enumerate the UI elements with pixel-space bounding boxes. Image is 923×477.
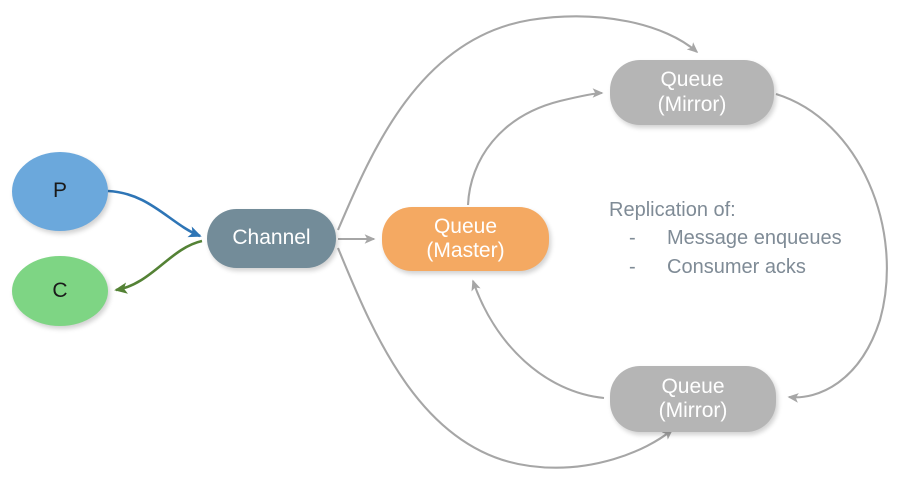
- node-channel[interactable]: Channel: [207, 209, 336, 268]
- bullet-dash-icon: -: [629, 227, 636, 250]
- node-queue-master[interactable]: Queue (Master): [382, 207, 549, 271]
- bullet-dash-icon: -: [629, 255, 636, 278]
- node-queue-master-label: Queue (Master): [426, 214, 505, 262]
- node-producer[interactable]: P: [12, 152, 108, 231]
- edge-queue-mirror-top-to-queue-mirror-bottom: [775, 92, 888, 403]
- replication-note-item: - Consumer acks: [609, 253, 909, 281]
- replication-note-item-text: Consumer acks: [667, 255, 806, 278]
- edge-channel-to-queue-mirror-top: [337, 15, 699, 231]
- replication-note: Replication of: - Message enqueues - Con…: [609, 196, 909, 281]
- replication-note-item: - Message enqueues: [609, 224, 909, 252]
- edge-channel-to-consumer: [114, 239, 203, 294]
- edge-queue-master-to-queue-mirror-top: [466, 88, 604, 206]
- node-producer-label: P: [52, 179, 67, 203]
- node-consumer[interactable]: C: [12, 256, 108, 326]
- edge-producer-to-channel: [107, 189, 202, 238]
- replication-note-item-text: Message enqueues: [667, 227, 842, 250]
- replication-note-title: Replication of:: [609, 199, 736, 221]
- edge-queue-mirror-bottom-to-queue-master: [471, 279, 605, 400]
- node-queue-mirror-bottom[interactable]: Queue (Mirror): [610, 366, 776, 432]
- node-queue-mirror-top[interactable]: Queue (Mirror): [610, 60, 774, 125]
- node-channel-label: Channel: [232, 226, 311, 250]
- edge-channel-to-queue-mirror-bottom: [337, 247, 674, 469]
- node-consumer-label: C: [52, 278, 68, 302]
- node-queue-mirror-bottom-label: Queue (Mirror): [658, 374, 728, 422]
- replication-note-list: - Message enqueues - Consumer acks: [609, 224, 909, 281]
- node-queue-mirror-top-label: Queue (Mirror): [657, 68, 727, 116]
